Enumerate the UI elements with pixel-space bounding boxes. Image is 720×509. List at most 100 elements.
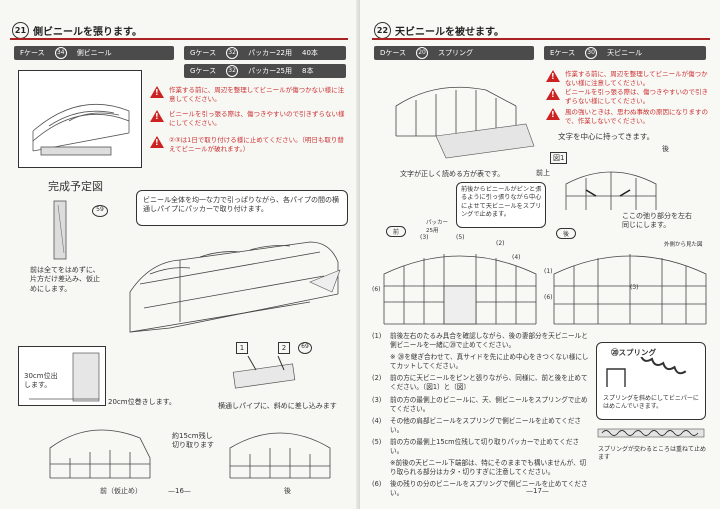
right-warning-3: ! 風の強いときは、思わぬ事故の原因になりますので、作業しないでください。 xyxy=(546,108,710,126)
roof-vinyl-drawing xyxy=(395,86,535,159)
warning-text: 風の強いときは、思わぬ事故の原因になりますので、作業しないでください。 xyxy=(565,108,708,125)
bar-case: Gケース xyxy=(190,67,217,75)
spring-icon xyxy=(606,357,687,387)
label-back: 後 xyxy=(662,145,669,153)
callout-59: 59 xyxy=(92,205,108,217)
warning-icon: ! xyxy=(150,110,164,122)
warning-2: ! ビニールを引っ張る際は、傷つきやすいので引きずらない様にしてください。 xyxy=(150,110,350,128)
marker-69: 69 xyxy=(298,342,312,354)
bar-d-case: Dケース 20 スプリング xyxy=(374,46,534,60)
warning-1: ! 作業する前に、周辺を整理してビニールが傷つかない様に注意してください。 xyxy=(150,86,350,104)
front-note: 前は全てをはめずに、片方だけ差込み、仮止めにします。 xyxy=(30,266,100,293)
step-item: (3)前の方の最側上のビニールに、天、側ビニールをスプリングで止めてください。 xyxy=(372,396,592,414)
warning-text: ビニールを引っ張る際は、傷つきやすいので引きずらない様にしてください。 xyxy=(565,88,708,105)
warning-icon: ! xyxy=(546,70,560,82)
right-section-number: 22 xyxy=(374,21,391,39)
bar-part: パッカー22用 xyxy=(248,49,292,57)
side-detail xyxy=(40,195,90,263)
right-warning-1: ! 作業する前に、周辺を整理してビニールが傷つかない様に注意してください。 xyxy=(546,70,710,88)
bar-qty: 40本 xyxy=(302,49,318,57)
front-greenhouse-sketch xyxy=(49,429,151,479)
diagonal-note: 横通しパイプに、斜めに差し込みます xyxy=(218,402,337,410)
bar-part: スプリング xyxy=(438,49,474,57)
warning-text: ビニールを引っ張る際は、傷つきやすいので引きずらない様にしてください。 xyxy=(169,110,345,127)
small-label: 外側から見た図 xyxy=(664,242,703,248)
step-text: 前の方の最側上15cm位残して切り取りパッカーで止めてください。 xyxy=(390,437,580,456)
warning-3: ! ②③は1日で取り付ける様に止めてください。（明日も取り替えてビニールが破れま… xyxy=(150,136,350,154)
callout-front-6: (6) xyxy=(372,286,381,293)
bar-part-num: 32 xyxy=(226,65,239,77)
right-title-rule xyxy=(372,38,710,40)
callout-front-2: (2) xyxy=(496,240,505,247)
packer-note: パッカー 25用 xyxy=(426,220,449,234)
step-text: その他の肩部ビニールをスプリングで側ビニールを止めてください。 xyxy=(390,416,582,434)
step-text: ※前後の天ビニール下端部は、特にそのままでも構いませんが、切り取られる部分はカタ… xyxy=(390,459,587,477)
bar-e-case: Eケース 30 天ビニール xyxy=(544,46,706,60)
packer-insert-sketch xyxy=(232,356,296,389)
step-text: ※ ⑳を継ぎ合わせて、真サイドを先に止め中心をきつくない様にしてカットしてくださ… xyxy=(390,353,589,371)
instruction-box: ビニール全体を均一な力で引っぱりながら、各パイプの間の横通しパイプにパッカーで取… xyxy=(136,190,348,226)
step-marker-1: 1 xyxy=(236,342,248,354)
step-number: (4) xyxy=(372,416,382,425)
callout-front-4: (4) xyxy=(512,254,521,261)
bar-part: パッカー25用 xyxy=(248,67,292,75)
overlap-spring-sketch xyxy=(597,428,705,438)
warning-icon: ! xyxy=(546,108,560,120)
callout-back-3: (3) xyxy=(630,284,639,291)
instruction-text: ビニール全体を均一な力で引っぱりながら、各パイプの間の横通しパイプにパッカーで取… xyxy=(143,196,339,214)
step-item: (2) 前の方に天ビニールをピンと張りながら、同様に、前と後を止めてください。〔図… xyxy=(372,374,592,392)
step-text: 前の方に天ビニールをピンと張りながら、同様に、前と後を止めてください。〔図1〕と… xyxy=(390,374,588,392)
callout-back-6: (6) xyxy=(544,294,553,301)
callout-front-3: (3) xyxy=(420,234,429,241)
bar-g-case-25: Gケース 32 パッカー25用 8本 xyxy=(184,64,346,78)
step-number: (2) xyxy=(372,374,382,383)
step-number xyxy=(372,459,386,477)
left-page-number: —16— xyxy=(168,487,191,495)
bar-part: 側ビニール xyxy=(76,49,112,57)
step-marker-2: 2 xyxy=(278,342,290,354)
steps-list: (1) 前後左右のたるみ具合を確認しながら、後の妻部分を天ビニールと側ビニールを一… xyxy=(372,332,592,502)
center-note: 文字を中心に持ってきます。 xyxy=(558,132,655,141)
front-spring-box: 前後からビニールがピンと張るように引っ張りながら中心によせて天ビニールをスプリン… xyxy=(456,182,546,228)
corner-sketch xyxy=(29,352,100,402)
back-greenhouse-sketch xyxy=(229,432,331,479)
step-item: ※ ⑳を継ぎ合わせて、真サイドを先に止め中心をきつくない様にしてカットしてくださ… xyxy=(372,353,592,371)
step-number: (1) xyxy=(372,332,382,340)
bar-part-num: 32 xyxy=(226,47,239,59)
step-text: 前の方の最側上のビニールに、天、側ビニールをスプリングで止めてください。 xyxy=(390,395,588,413)
bar-part-num: 30 xyxy=(585,47,598,59)
left-title-rule xyxy=(10,38,348,40)
caption-front: 前（仮止め） xyxy=(100,487,142,495)
bar-qty: 8本 xyxy=(302,67,314,75)
bar-case: Fケース xyxy=(20,49,45,57)
step-item: (6)後の残りの分のビニールをスプリングで側ビニールを止めてください。 xyxy=(372,480,592,498)
left-section-number: 21 xyxy=(12,21,29,39)
callout-front-5: (5) xyxy=(456,234,465,241)
warning-text: 作業する前に、周辺を整理してビニールが傷つかない様に注意してください。 xyxy=(169,86,345,103)
front-spring-note: 前後からビニールがピンと張るように引っ張りながら中心によせて天ビニールをスプリン… xyxy=(461,186,542,219)
left-page: 21 側ビニールを張ります。 Fケース 34 側ビニール Gケース 32 パッカ… xyxy=(0,0,360,509)
callout-back-1: (1) xyxy=(544,268,553,275)
bar-g-case-22: Gケース 32 パッカー22用 40本 xyxy=(184,46,346,60)
bar-case: Dケース xyxy=(380,49,407,57)
spring-title: ⑳スプリング xyxy=(611,348,656,357)
caption-back: 後 xyxy=(284,487,291,495)
sag-note: ここの弛り部分を左右同じにします。 xyxy=(622,212,692,230)
bar-part: 天ビニール xyxy=(607,49,643,57)
step-item: (1) 前後左右のたるみ具合を確認しながら、後の妻部分を天ビニールと側ビニールを一… xyxy=(372,332,592,350)
overlap-note: スプリングが交わるところは重ねて止めます xyxy=(598,446,707,462)
warning-icon: ! xyxy=(150,86,164,98)
step-item: (5) 前の方の最側上15cm位残して切り取りパッカーで止めてください。 xyxy=(372,438,592,456)
bar-part-num: 34 xyxy=(54,47,67,59)
panel-back-label: 後 xyxy=(556,228,577,239)
warning-icon: ! xyxy=(546,88,560,100)
step-number: (5) xyxy=(372,437,382,446)
front-elevation-drawing xyxy=(383,254,537,325)
dim-20cm: 20cm位巻きします。 xyxy=(108,398,176,406)
side-pipe-sketch xyxy=(53,200,67,260)
step-text: 前後左右のたるみ具合を確認しながら、後の妻部分を天ビニールと側ビニールを一緒に⑳… xyxy=(390,332,588,350)
spring-detail-box: ⑳スプリング スプリングを斜めにしてビニパーにはめこんでいきます。 xyxy=(596,342,706,420)
right-warning-2: ! ビニールを引っ張る際は、傷つきやすいので引きずらない様にしてください。 xyxy=(546,88,710,106)
bar-case: Eケース xyxy=(550,49,576,57)
step-text: 後の残りの分のビニールをスプリングで側ビニールを止めてください。 xyxy=(390,480,588,498)
